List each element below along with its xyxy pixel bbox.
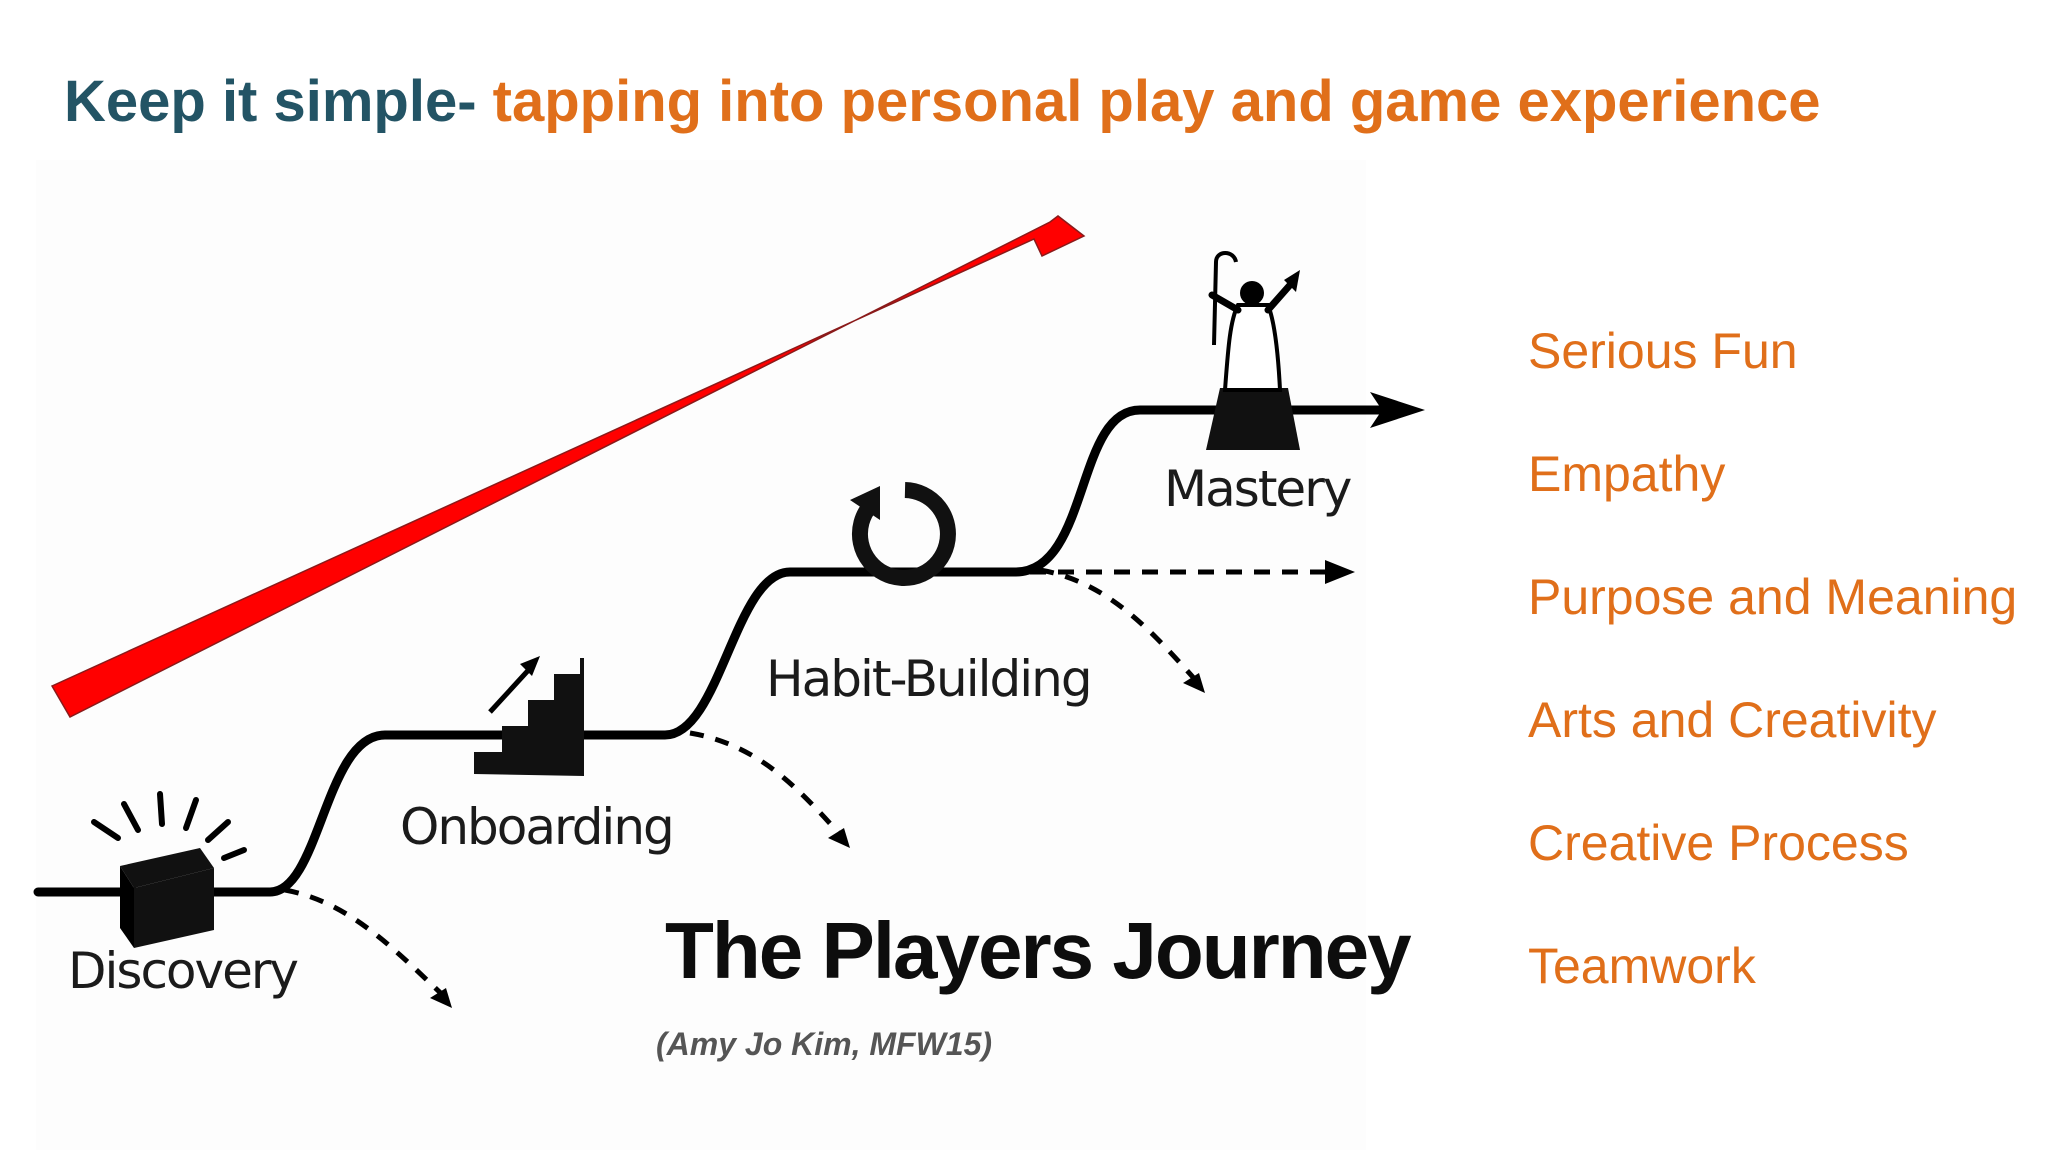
dropout-arrowhead-icon [1183,673,1205,693]
theme-item: Creative Process [1528,815,1909,871]
stage-label-mastery: Mastery [1164,460,1352,518]
plateau-arrowhead-icon [1325,560,1355,584]
theme-item: Purpose and Meaning [1528,569,2018,625]
theme-item: Empathy [1528,446,1726,502]
onboarding-stairs-icon [474,656,584,776]
stage-label-onboarding: Onboarding [400,798,675,856]
theme-item: Arts and Creativity [1528,692,1937,748]
progress-arrow [50,215,1086,718]
journey-title: The Players Journey [665,906,1412,995]
stage-label-discovery: Discovery [68,942,299,1000]
title-lead: Keep it simple- [64,69,477,134]
slide-title: Keep it simple- tapping into personal pl… [64,62,1821,142]
theme-item: Serious Fun [1528,323,1798,379]
journey-diagram-panel [36,160,1366,1150]
themes-list: Serious Fun Empathy Purpose and Meaning … [1528,318,2017,1056]
theme-item: Teamwork [1528,938,1756,994]
dropout-branch-onboarding [689,730,847,842]
dropout-arrowhead-icon [430,988,452,1008]
dropout-branch-discovery [284,887,450,1002]
journey-path [33,405,1390,897]
citation: (Amy Jo Kim, MFW15) [656,1026,993,1062]
mastery-figure-icon [1206,251,1300,450]
path-arrowhead-icon [1370,392,1425,428]
stage-label-habit-building: Habit-Building [766,650,1093,708]
habit-cycle-icon [850,482,956,586]
discovery-box-icon [91,791,247,948]
dropout-arrowhead-icon [828,828,850,848]
title-rest: tapping into personal play and game expe… [476,69,1821,134]
